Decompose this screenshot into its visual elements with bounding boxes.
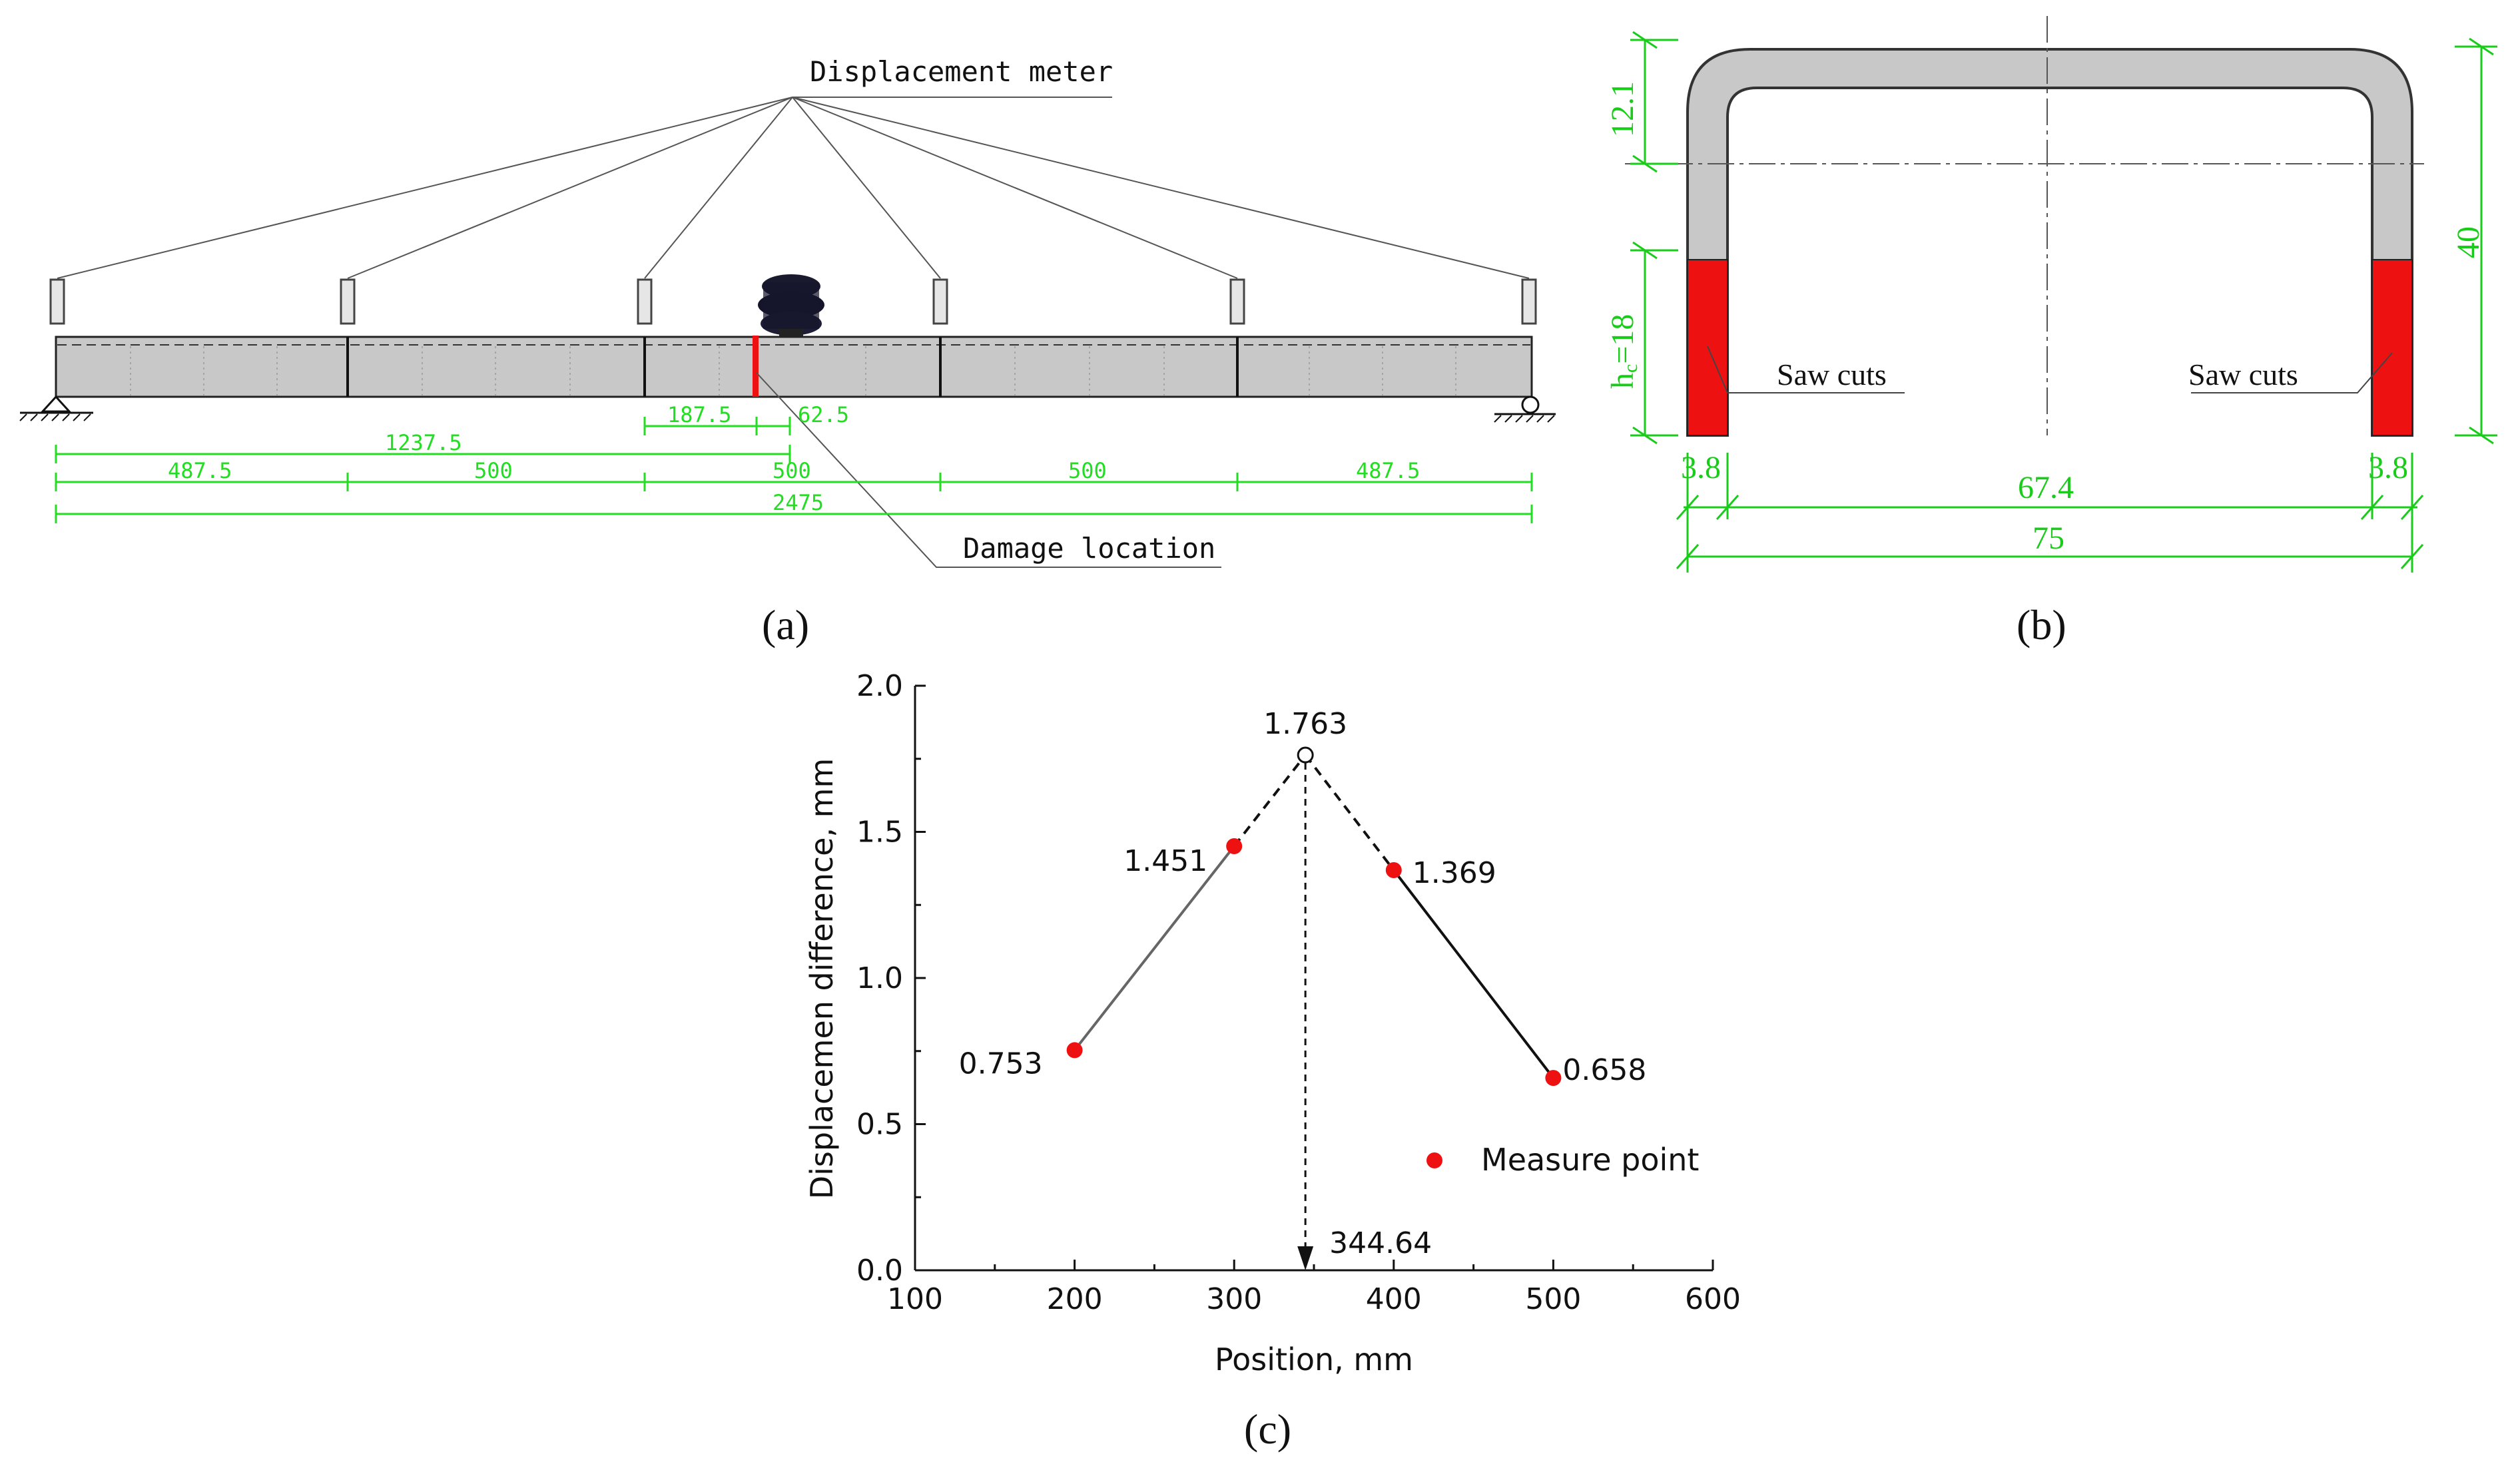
peak-marker: 1.763 344.64	[1263, 707, 1432, 1270]
saw-cuts-right-label: Saw cuts	[2188, 358, 2298, 391]
dim-12-1: 12.1	[1605, 81, 1640, 137]
peak-label: 1.763	[1263, 707, 1347, 741]
axes	[914, 686, 1713, 1272]
damage-marker	[753, 336, 759, 397]
x-axis-title: Position, mm	[1215, 1342, 1413, 1377]
beam-sections	[346, 337, 1239, 397]
data-label: 1.451	[1123, 844, 1207, 878]
data-label: 0.753	[959, 1047, 1043, 1081]
dim-3-8-left: 3.8	[1681, 450, 1721, 485]
series-lines	[1074, 754, 1554, 1079]
dim-3-8-right: 3.8	[2368, 450, 2408, 485]
data-label: 1.369	[1413, 856, 1496, 890]
dim-487-5-right: 487.5	[1356, 458, 1420, 483]
panel-a-label: (a)	[762, 601, 809, 648]
dim-75: 75	[2033, 521, 2064, 556]
y-tick-label: 1.0	[856, 961, 903, 995]
panel-b-label: (b)	[2017, 601, 2066, 648]
x-tick-label: 600	[1685, 1282, 1741, 1316]
legend-marker	[1426, 1152, 1442, 1168]
data-labels: 0.753 1.451 1.369 0.658	[959, 844, 1647, 1087]
y-tick-label: 0.0	[856, 1254, 903, 1288]
peak-arrow-head	[1297, 1246, 1314, 1270]
damage-location-label: Damage location	[963, 532, 1215, 565]
x-tick-label: 500	[1525, 1282, 1581, 1316]
dim-hc: hc=18	[1605, 314, 1642, 389]
panel-c-label: (c)	[1244, 1405, 1291, 1453]
series-line-left	[1074, 845, 1235, 1051]
damage-leader	[756, 372, 1221, 568]
svg-text:hc=18: hc=18	[1605, 314, 1642, 389]
right-support	[1494, 395, 1556, 423]
dim-40: 40	[2451, 226, 2486, 258]
data-point	[1385, 862, 1402, 879]
saw-right-leader	[2191, 352, 2393, 393]
x-tick-label: 200	[1047, 1282, 1103, 1316]
y-tick-label: 0.5	[856, 1108, 903, 1142]
load-stack	[758, 274, 824, 337]
tick-labels: 100 200 300 400 500 600 0.0 0.5 1.0 1.5 2.0	[856, 669, 1741, 1316]
panel-a-beam-diagram: Displacement meter	[19, 55, 1556, 648]
y-tick-label: 2.0	[856, 669, 903, 703]
peak-point	[1297, 746, 1314, 764]
displacement-meter-label: Displacement meter	[810, 55, 1113, 88]
dim-487-5-left: 487.5	[168, 458, 232, 483]
dim-1237-5: 1237.5	[385, 430, 462, 455]
panel-c-chart: 100 200 300 400 500 600 0.0 0.5 1.0 1.5 2.0 Positi…	[804, 669, 1741, 1453]
dim-500-3: 500	[1068, 458, 1107, 483]
dim-67-4: 67.4	[2018, 470, 2074, 505]
data-point	[1226, 838, 1243, 855]
extrapolation-line-left	[1233, 754, 1307, 848]
series-line-right	[1393, 869, 1554, 1079]
y-tick-label: 1.5	[856, 816, 903, 850]
dim-500-1: 500	[474, 458, 513, 483]
x-tick-label: 400	[1366, 1282, 1422, 1316]
beam	[55, 336, 1533, 398]
x-tick-label: 300	[1206, 1282, 1262, 1316]
data-points	[1066, 838, 1562, 1087]
dim-2475: 2475	[773, 490, 824, 515]
saw-cuts-left-label: Saw cuts	[1777, 358, 1887, 391]
panel-b-cross-section: Saw cuts Saw cuts 12.1 hc=18 40 3.8	[1605, 16, 2497, 648]
dim-187-5: 187.5	[667, 402, 731, 427]
dim-500-2: 500	[773, 458, 811, 483]
legend: Measure point	[1426, 1142, 1699, 1178]
tick-marks	[914, 684, 1714, 1272]
x-tick-label: 100	[887, 1282, 943, 1316]
displacement-sensors	[49, 278, 1537, 325]
saw-cut-right	[2371, 259, 2413, 436]
left-support	[19, 395, 93, 421]
peak-x-label: 344.64	[1329, 1226, 1432, 1260]
data-point	[1066, 1042, 1083, 1059]
extrapolation-line-right	[1304, 754, 1395, 871]
y-axis-title: Displacemen difference, mm	[804, 758, 840, 1200]
legend-label: Measure point	[1481, 1142, 1699, 1178]
dimension-lines	[55, 417, 1533, 523]
channel-section	[1686, 48, 2413, 437]
data-label: 0.658	[1562, 1053, 1646, 1087]
data-point	[1545, 1070, 1562, 1087]
section-dimension-lines	[1630, 31, 2497, 573]
dim-62-5: 62.5	[798, 402, 849, 427]
saw-left-leader	[1707, 346, 1905, 393]
meter-lines	[57, 97, 1530, 279]
